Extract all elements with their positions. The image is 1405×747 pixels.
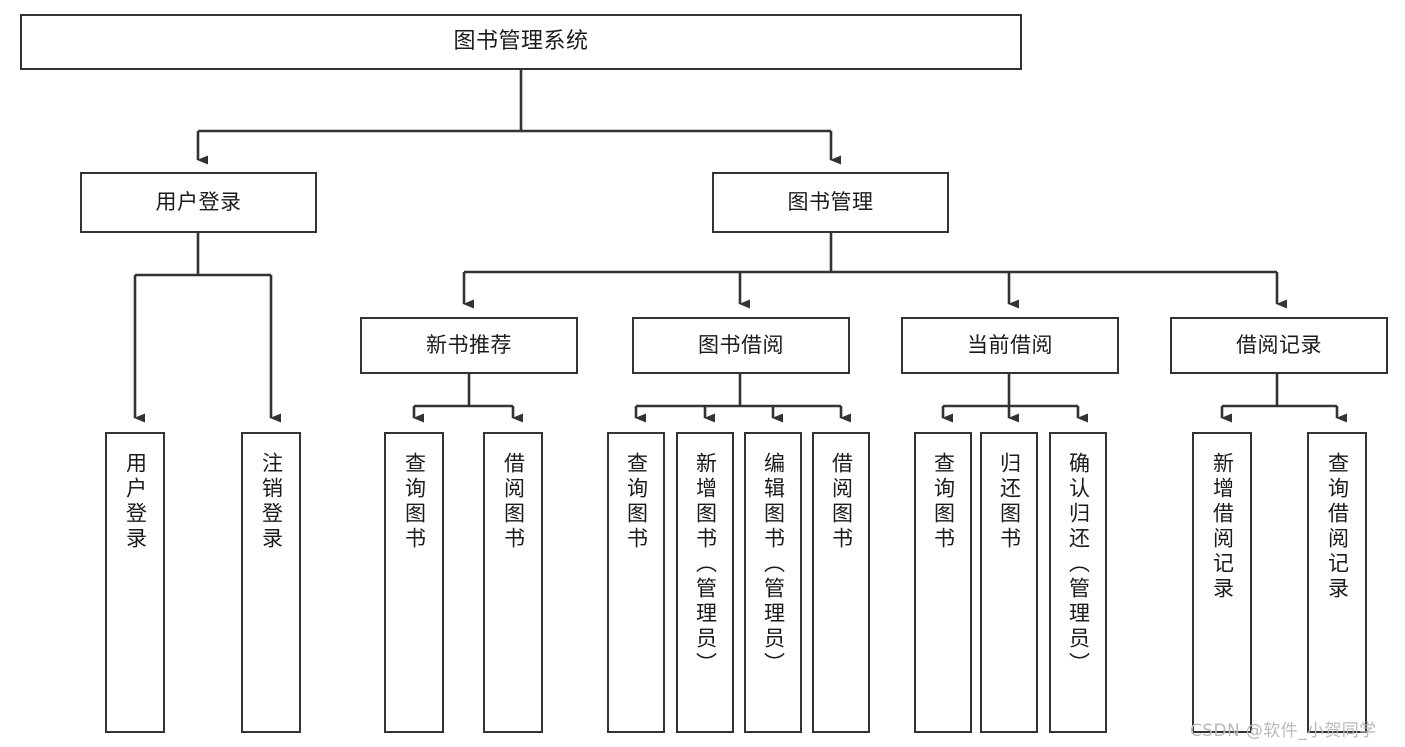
node-label: 图书管理系统: [453, 29, 589, 55]
leaf-add-book-admin[interactable]: 新增图书（管理员）: [676, 432, 734, 733]
node-label: 借阅图书: [829, 452, 854, 552]
node-label: 查询图书: [624, 452, 649, 552]
node-label: 注销登录: [259, 452, 284, 552]
node-root-library-management-system[interactable]: 图书管理系统: [20, 14, 1022, 70]
node-label: 查询借阅记录: [1325, 452, 1350, 602]
leaf-add-borrow-record[interactable]: 新增借阅记录: [1192, 432, 1252, 733]
leaf-user-login[interactable]: 用户登录: [105, 432, 165, 733]
leaf-query-book-current[interactable]: 查询图书: [914, 432, 972, 733]
node-label: 图书管理: [787, 190, 874, 215]
node-label: 查询图书: [402, 452, 427, 552]
node-label: 用户登录: [155, 190, 242, 215]
leaf-query-book-borrow[interactable]: 查询图书: [607, 432, 665, 733]
node-label: 借阅记录: [1236, 333, 1322, 358]
leaf-edit-book-admin[interactable]: 编辑图书（管理员）: [744, 432, 802, 733]
node-label: 新书推荐: [426, 333, 512, 358]
leaf-query-borrow-record[interactable]: 查询借阅记录: [1307, 432, 1367, 733]
node-label: 编辑图书（管理员）: [761, 452, 786, 677]
node-label: 借阅图书: [501, 452, 526, 552]
leaf-borrow-book[interactable]: 借阅图书: [812, 432, 870, 733]
node-label: 图书借阅: [698, 333, 784, 358]
node-book-management[interactable]: 图书管理: [712, 172, 949, 233]
node-label: 归还图书: [997, 452, 1022, 552]
leaf-confirm-return-admin[interactable]: 确认归还（管理员）: [1049, 432, 1107, 733]
node-label: 查询图书: [931, 452, 956, 552]
leaf-query-book-recommend[interactable]: 查询图书: [384, 432, 444, 733]
node-current-borrow[interactable]: 当前借阅: [901, 317, 1119, 374]
leaf-return-book[interactable]: 归还图书: [980, 432, 1038, 733]
node-book-borrow[interactable]: 图书借阅: [632, 317, 850, 374]
node-label: 新增借阅记录: [1210, 452, 1235, 602]
watermark: CSDN @软件_小贺同学: [1190, 721, 1377, 741]
node-label: 确认归还（管理员）: [1066, 452, 1091, 677]
node-label: 新增图书（管理员）: [693, 452, 718, 677]
node-borrow-record[interactable]: 借阅记录: [1170, 317, 1388, 374]
node-new-book-recommend[interactable]: 新书推荐: [360, 317, 578, 374]
leaf-logout[interactable]: 注销登录: [241, 432, 301, 733]
node-label: 用户登录: [123, 452, 148, 552]
node-label: 当前借阅: [967, 333, 1053, 358]
node-user-login[interactable]: 用户登录: [80, 172, 317, 233]
leaf-borrow-book-recommend[interactable]: 借阅图书: [483, 432, 543, 733]
